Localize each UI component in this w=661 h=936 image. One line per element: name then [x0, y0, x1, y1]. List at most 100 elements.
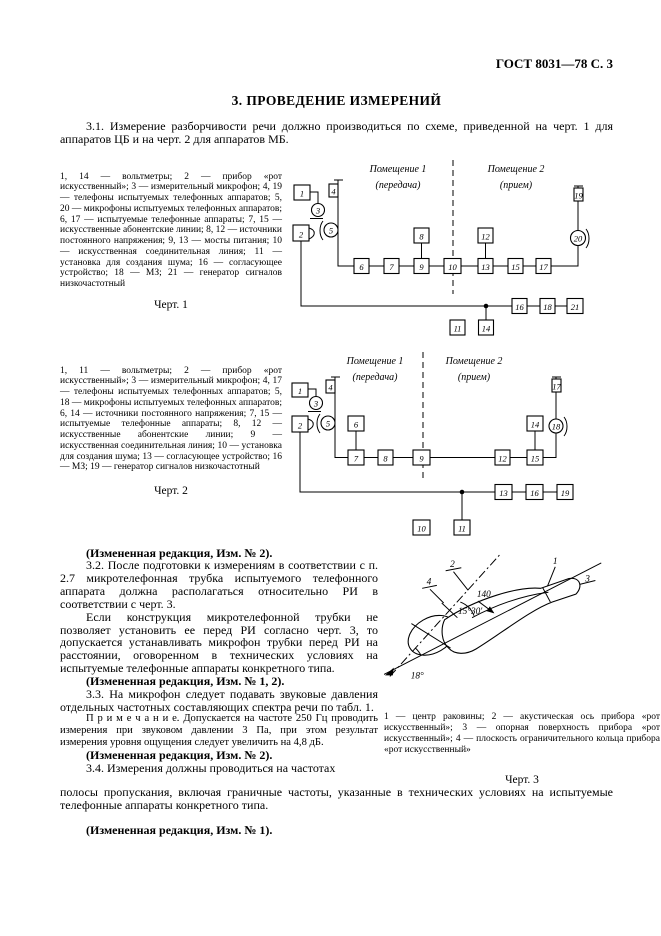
svg-text:15°30′: 15°30′ [458, 605, 483, 616]
para-3-3: 3.3. На микрофон следует подавать звуков… [60, 686, 378, 714]
svg-text:15: 15 [531, 453, 540, 463]
fig1-node-17: 17 [535, 257, 552, 274]
figure-2-caption: Черт. 2 [154, 485, 188, 497]
fig2-node-9: 9 [412, 449, 431, 466]
fig2-node-15: 15 [526, 449, 544, 466]
fig1-node-12: 12 [477, 227, 494, 244]
svg-text:4: 4 [328, 382, 333, 392]
para-3-2: 3.2. После подготовки к измерениям в соо… [60, 558, 378, 611]
svg-text:19: 19 [574, 190, 583, 200]
svg-text:1: 1 [553, 557, 558, 567]
svg-text:2: 2 [299, 229, 304, 239]
fig1-node-6: 6 [353, 257, 370, 274]
svg-text:17: 17 [552, 381, 561, 391]
note-paragraph: П р и м е ч а н и е. Допускается на част… [60, 713, 378, 749]
figure-3-diagram: 140 15°30′ 18° 2 4 [383, 554, 602, 681]
fig1-node-13: 13 [477, 257, 494, 274]
fig1-node-1: 1 [293, 184, 311, 201]
svg-text:Помещение 2: Помещение 2 [445, 356, 503, 367]
svg-text:10: 10 [417, 523, 426, 533]
para-3-4-continuation: полосы пропускания, включая граничные ча… [60, 785, 613, 813]
fig1-node-18: 18 [539, 297, 556, 314]
fig1-node-11: 11 [449, 319, 466, 336]
fig2-node-11: 11 [453, 519, 471, 536]
svg-text:18: 18 [552, 421, 561, 431]
svg-text:15: 15 [511, 262, 520, 272]
izm-note-1: (Измененная редакция, Изм. № 1). [86, 823, 273, 838]
izm-note-1-2: (Измененная редакция, Изм. № 1, 2). [86, 673, 285, 688]
svg-text:12: 12 [481, 231, 490, 241]
fig2-node-2: 2 [291, 415, 314, 433]
figure-3-caption: Черт. 3 [505, 774, 539, 787]
fig1-node-20: 20 [569, 228, 590, 248]
fig2-node-6: 6 [347, 415, 365, 432]
fig1-node-10: 10 [443, 257, 462, 274]
para-3-4-start: 3.4. Измерения должны проводиться на час… [86, 760, 336, 775]
figure-2-diagram: Помещение 1 (передача) Помещение 2 (прие… [291, 351, 574, 536]
svg-text:5: 5 [329, 225, 333, 235]
fig2-node-14: 14 [526, 415, 544, 432]
fig2-node-1: 1 [291, 382, 309, 398]
fig3-axis-line [389, 554, 500, 677]
fig1-node-15: 15 [507, 257, 524, 274]
svg-text:13: 13 [481, 262, 490, 272]
fig2-node-4: 4 [325, 379, 336, 394]
svg-text:(передача): (передача) [376, 180, 422, 191]
para-3-2-cont: Если конструкция микротелефонной трубки … [60, 609, 378, 676]
svg-text:Помещение 2: Помещение 2 [487, 164, 545, 175]
para-3-1: 3.1. Измерение разборчивости речи должно… [60, 119, 613, 146]
svg-text:19: 19 [561, 488, 570, 498]
fig2-node-18: 18 [548, 416, 568, 436]
svg-text:4: 4 [427, 577, 432, 587]
svg-text:3: 3 [584, 574, 590, 584]
fig3-ring-plane [441, 602, 458, 618]
fig3-handset-outline [407, 577, 581, 656]
figure-1-diagram: Помещение 1 (передача) Помещение 2 (прие… [292, 159, 590, 336]
svg-text:7: 7 [389, 262, 394, 272]
svg-text:(передача): (передача) [353, 372, 399, 383]
fig2-node-19: 19 [556, 483, 574, 500]
izm-note-2b: (Измененная редакция, Изм. № 2). [86, 748, 273, 762]
svg-text:4: 4 [331, 186, 336, 196]
svg-text:1: 1 [298, 386, 302, 396]
note-text: Допускается на частоте 250 Гц проводить … [60, 713, 378, 749]
fig2-wires [299, 376, 561, 520]
fig2-node-13: 13 [494, 483, 513, 500]
svg-text:11: 11 [454, 323, 462, 333]
page-header: ГОСТ 8031—78 С. 3 [60, 56, 613, 72]
note-label: П р и м е ч а н и е. [86, 713, 180, 725]
svg-text:6: 6 [359, 262, 364, 272]
svg-text:11: 11 [458, 523, 466, 533]
fig2-room-labels: Помещение 1 (передача) Помещение 2 (прие… [346, 356, 503, 383]
fig1-node-8: 8 [413, 227, 430, 244]
fig1-node-19: 19 [573, 187, 584, 202]
svg-text:140: 140 [477, 590, 491, 600]
figure-1-caption: Черт. 1 [154, 298, 188, 311]
figure-1-block: 1, 14 — вольтметры; 2 — прибор «рот иску… [60, 158, 661, 344]
svg-text:2: 2 [298, 420, 303, 430]
fig2-node-5: 5 [316, 413, 336, 433]
izm-note-2a: (Измененная редакция, Изм. № 2). [86, 545, 273, 560]
fig3-label-4: 4 [422, 577, 445, 604]
figure-2-legend: 1, 11 — вольтметры; 2 — прибор «рот иску… [60, 365, 282, 473]
svg-text:3: 3 [313, 398, 318, 408]
svg-text:2: 2 [450, 559, 455, 569]
fig1-node-3: 3 [310, 202, 326, 219]
svg-text:8: 8 [419, 231, 424, 241]
svg-text:18°: 18° [411, 670, 424, 681]
fig1-node-4: 4 [328, 183, 339, 198]
fig1-node-5: 5 [319, 220, 339, 240]
fig1-node-21: 21 [566, 297, 584, 314]
fig3-label-3: 3 [579, 574, 596, 585]
svg-text:21: 21 [571, 302, 580, 312]
fig1-node-16: 16 [511, 297, 528, 314]
standard-number: ГОСТ 8031—78 С. 3 [495, 56, 613, 71]
fig1-room-labels: Помещение 1 (передача) Помещение 2 (прие… [369, 164, 545, 191]
svg-text:Помещение 1: Помещение 1 [346, 356, 404, 367]
svg-text:18: 18 [543, 302, 552, 312]
fig3-label-1: 1 [546, 557, 558, 587]
fig3-angle-15-30: 15°30′ [458, 601, 483, 616]
fig1-node-9: 9 [413, 257, 430, 274]
svg-text:14: 14 [482, 323, 491, 333]
fig1-node-14: 14 [477, 319, 495, 336]
